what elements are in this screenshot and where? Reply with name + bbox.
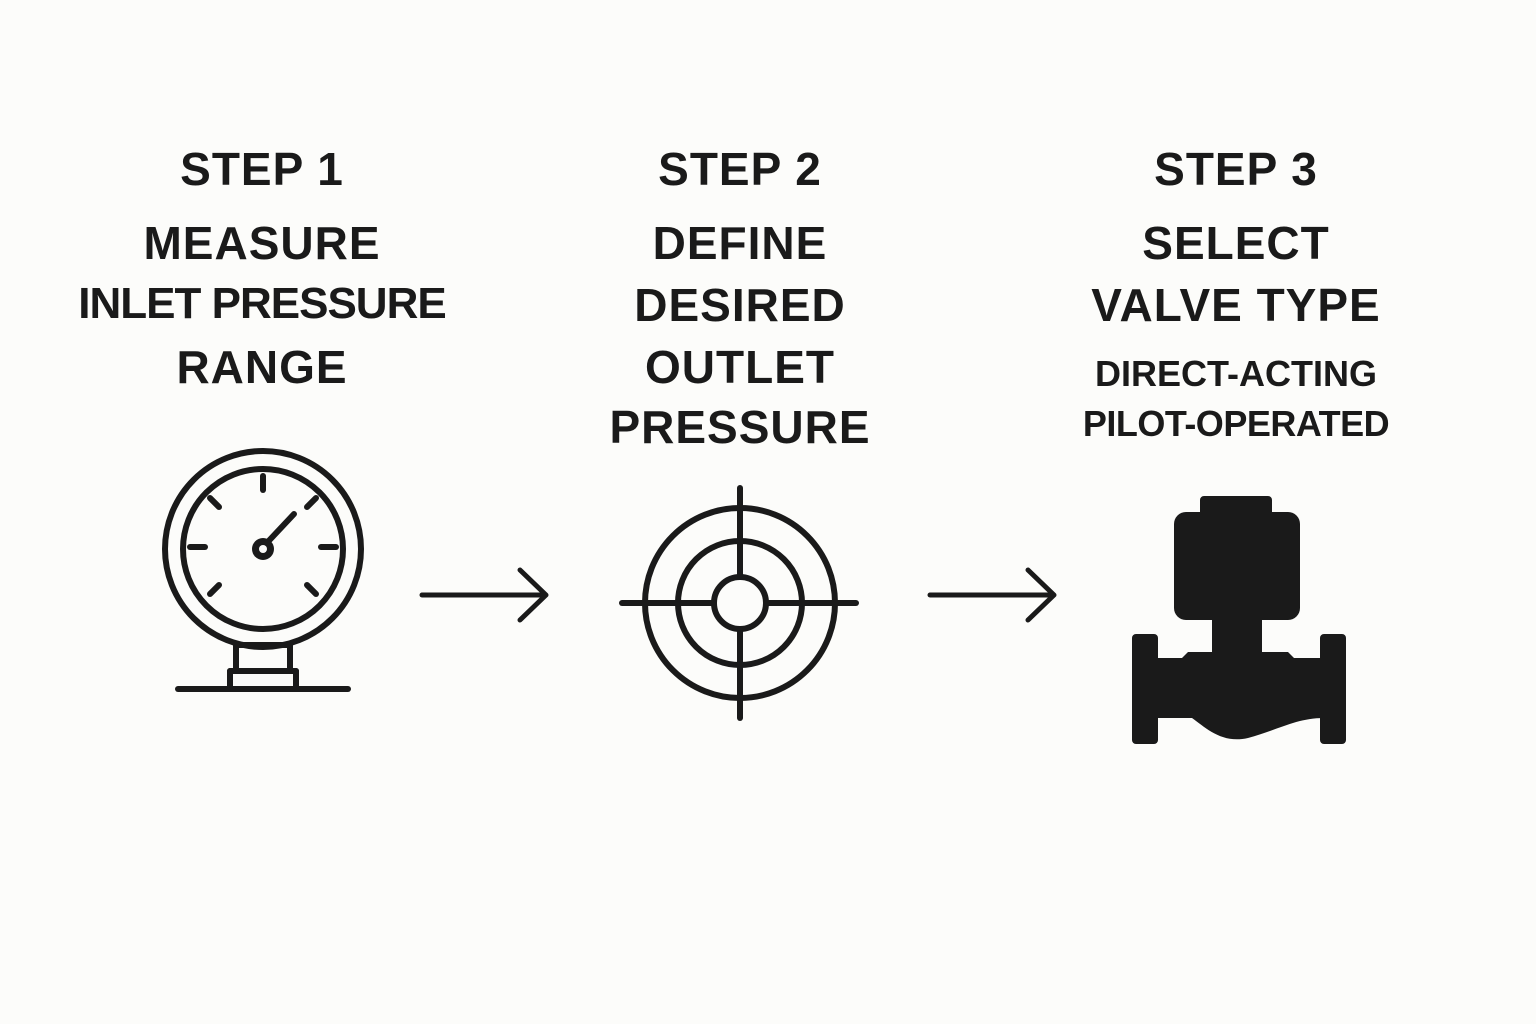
step-1-label: STEP 1 xyxy=(180,143,344,195)
step-3-subtitle-line-2: PILOT-OPERATED xyxy=(1082,403,1390,444)
step-3-title-line-2: VALVE TYPE xyxy=(1091,279,1381,331)
arrow-right-icon xyxy=(419,567,549,623)
step-3: STEP 3 SELECT VALVE TYPE DIRECT-ACTING P… xyxy=(1036,140,1436,450)
pressure-gauge-icon xyxy=(162,448,364,692)
step-2-label: STEP 2 xyxy=(658,143,822,195)
step-3-title-line-1: SELECT xyxy=(1142,217,1330,269)
step-2-title-line-2: DESIRED xyxy=(634,279,846,331)
step-3-label: STEP 3 xyxy=(1154,143,1318,195)
target-crosshair-icon xyxy=(619,485,859,721)
step-1-title-line-3: RANGE xyxy=(176,341,348,393)
step-1: STEP 1 MEASURE INLET PRESSURE RANGE xyxy=(62,140,462,400)
valve-icon xyxy=(1132,496,1346,744)
step-1-title-line-1: MEASURE xyxy=(143,217,381,269)
step-1-title-line-2: INLET PRESSURE xyxy=(78,279,446,328)
step-2-title-line-4: PRESSURE xyxy=(609,401,871,453)
step-2-title-line-1: DEFINE xyxy=(652,217,828,269)
step-3-subtitle-line-1: DIRECT-ACTING xyxy=(1095,353,1377,394)
step-2-title-line-3: OUTLET xyxy=(645,341,835,393)
step-2: STEP 2 DEFINE DESIRED OUTLET PRESSURE xyxy=(540,140,940,460)
arrow-right-icon xyxy=(927,567,1057,623)
